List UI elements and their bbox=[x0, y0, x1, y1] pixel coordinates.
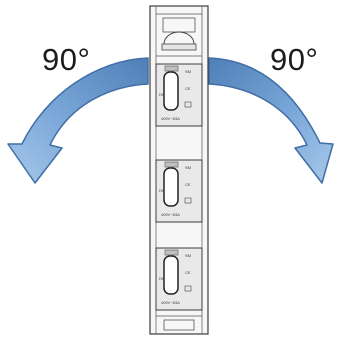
module-3-brand: SM bbox=[185, 253, 191, 258]
pole-module-1: SM DK CE 400V~63A bbox=[155, 63, 203, 127]
pole-module-3: SM DK CE 400V~63A bbox=[155, 247, 203, 311]
bottom-foot bbox=[156, 315, 202, 331]
module-2-slot bbox=[163, 167, 179, 207]
module-3-cert: CE bbox=[185, 270, 191, 275]
module-2-code: DK bbox=[159, 188, 165, 193]
module-3-window bbox=[164, 249, 179, 256]
module-1-cert: CE bbox=[185, 86, 191, 91]
module-2-window bbox=[164, 161, 179, 168]
module-1-rating: 400V~63A bbox=[161, 116, 180, 121]
switch-disconnector-device: SM DK CE 400V~63A SM DK CE 400V~63A bbox=[149, 5, 209, 335]
module-1-window bbox=[164, 65, 179, 72]
module-3-slot bbox=[163, 255, 179, 295]
module-3-rating: 400V~63A bbox=[161, 300, 180, 305]
module-2-brand: SM bbox=[185, 165, 191, 170]
pole-module-2: SM DK CE 400V~63A bbox=[155, 159, 203, 223]
left-rotation-arrow-icon bbox=[7, 57, 149, 184]
module-2-rating: 400V~63A bbox=[161, 212, 180, 217]
right-rotation-angle-label: 90° bbox=[270, 42, 319, 77]
left-rotation-angle-label: 90° bbox=[42, 42, 91, 77]
module-1-slot bbox=[163, 71, 179, 111]
top-mechanism bbox=[156, 13, 202, 57]
module-1-brand: SM bbox=[185, 69, 191, 74]
right-rotation-arrow-icon bbox=[208, 57, 334, 184]
module-3-code: DK bbox=[159, 276, 165, 281]
module-1-code: DK bbox=[159, 92, 165, 97]
module-2-cert: CE bbox=[185, 182, 191, 187]
